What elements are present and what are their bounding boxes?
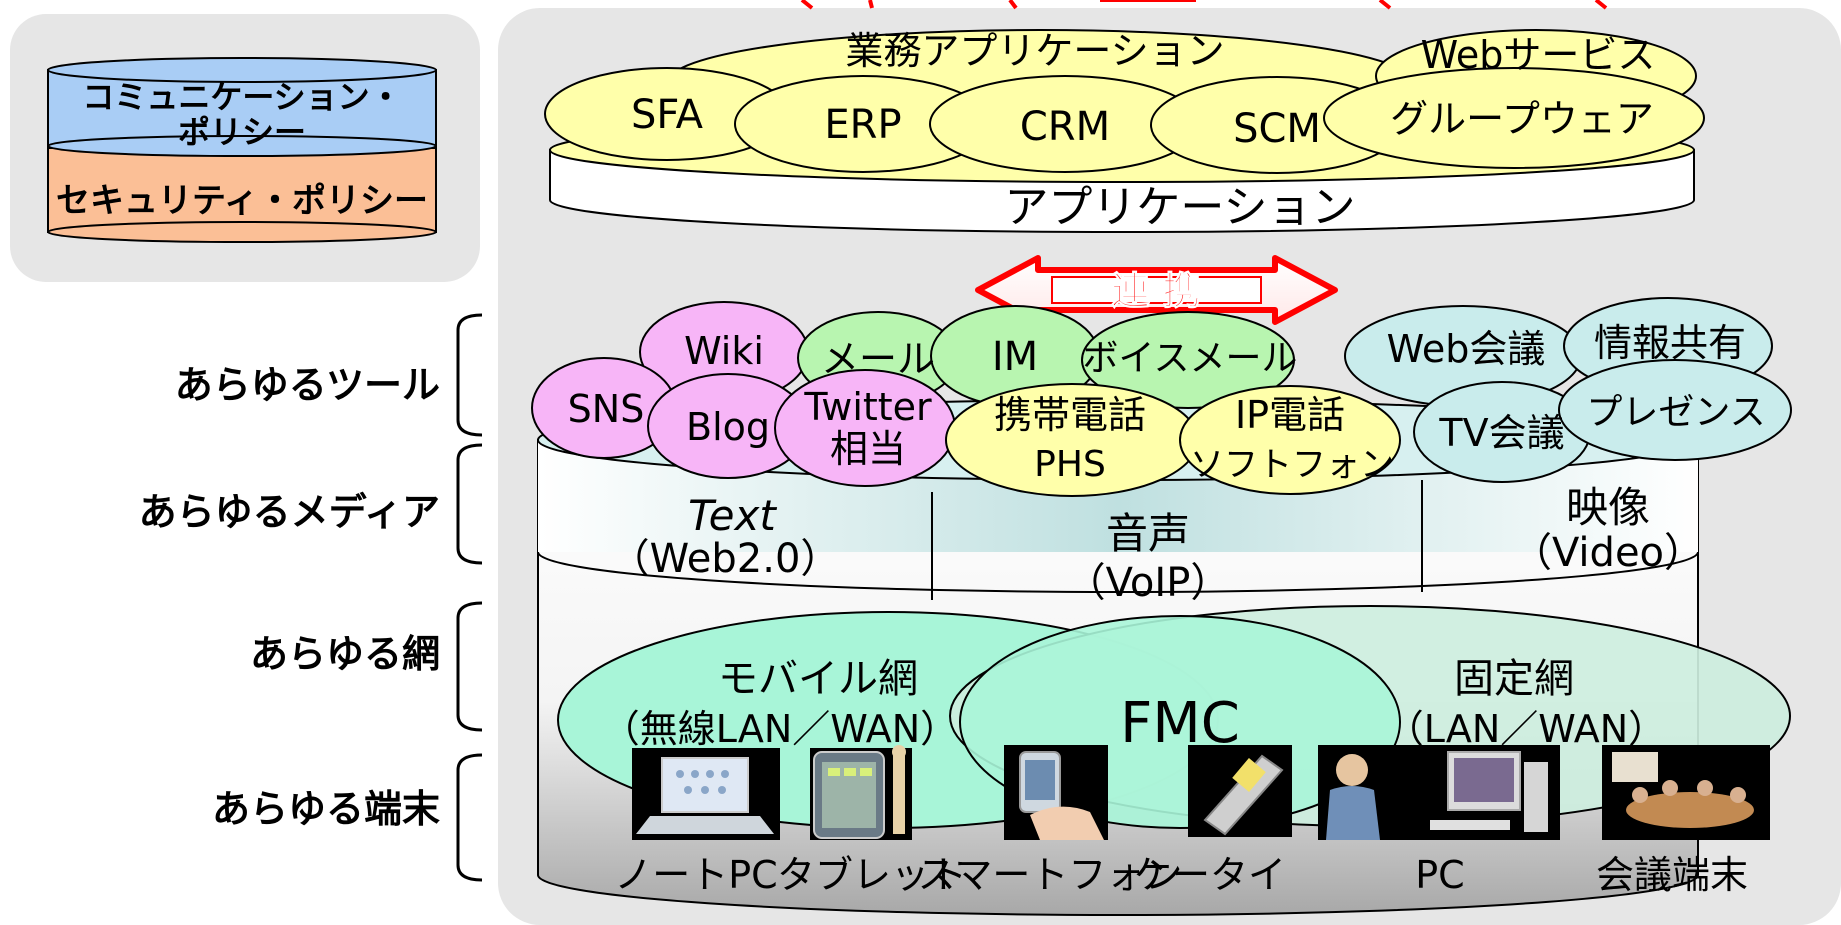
security-policy-layer — [47, 147, 437, 233]
tool-tv-conf-label: TV会議 — [1438, 411, 1564, 455]
media-voice-sub: （VoIP） — [1066, 560, 1231, 606]
tool-info-share-label: 情報共有 — [1594, 321, 1746, 365]
tool-ip-phone-label: IP電話 — [1235, 393, 1345, 437]
crm-label: CRM — [1020, 104, 1110, 150]
label-all-tools: あらゆるツール — [175, 363, 440, 407]
fixed-network-sub: （LAN／WAN） — [1386, 707, 1666, 751]
tool-presence-bubble — [1558, 359, 1792, 461]
cropped-title-fragment — [800, 0, 1608, 10]
mobile-network-sub: （無線LAN／WAN） — [602, 707, 958, 751]
tool-web-conf-label: Web会議 — [1387, 327, 1546, 371]
media-text-label: Text — [688, 491, 777, 540]
tool-voicemail-bubble — [1081, 311, 1295, 409]
device-pc-label: PC — [1415, 853, 1464, 897]
tool-blog-label: Blog — [686, 405, 770, 449]
tool-wiki-label: Wiki — [684, 329, 764, 373]
business-app-label: 業務アプリケーション — [845, 29, 1224, 73]
tool-twitter-sub: 相当 — [830, 427, 906, 471]
tool-presence-label: プレゼンス — [1586, 392, 1765, 433]
device-notebook-image — [632, 748, 780, 840]
label-all-networks: あらゆる網 — [250, 632, 440, 676]
tool-mail-label: メール — [821, 337, 935, 381]
left-brackets — [456, 313, 483, 882]
tool-im-label: IM — [992, 334, 1038, 380]
device-pc-image — [1318, 745, 1560, 840]
device-notebook-label: ノートPC — [614, 853, 777, 897]
link-label: 連 携 — [1111, 269, 1200, 313]
tool-ip-phone-bubble — [1179, 385, 1401, 495]
tool-ip-phone-sub: ソフトフォン — [1190, 445, 1394, 485]
device-smartphone-image — [1004, 745, 1108, 840]
label-all-devices: あらゆる端末 — [212, 787, 440, 831]
mobile-network-label: モバイル網 — [718, 656, 918, 702]
security-policy-label: セキュリティ・ポリシー — [56, 181, 428, 221]
policy-cylinder: コミュニケーション・ ポリシー セキュリティ・ポリシー — [47, 57, 437, 243]
device-keitai-image — [1188, 745, 1292, 837]
media-text-sub: （Web2.0） — [610, 536, 841, 582]
application-label: アプリケーション — [1004, 182, 1355, 233]
media-voice-label: 音声 — [1106, 509, 1190, 558]
media-video-label: 映像 — [1566, 483, 1650, 532]
device-tablet-label: タブレット — [777, 853, 967, 897]
groupware-bubble — [1323, 67, 1705, 169]
label-all-media: あらゆるメディア — [139, 490, 440, 534]
device-tablet-image — [810, 745, 912, 840]
erp-label: ERP — [824, 102, 901, 148]
communication-policy-label: コミュニケーション・ — [82, 78, 401, 116]
tool-sns-label: SNS — [568, 387, 645, 431]
web-service-label: Webサービス — [1421, 33, 1656, 77]
tool-mobile-phone-sub: PHS — [1034, 444, 1106, 485]
application-bubbles — [544, 29, 1705, 174]
fixed-network-label: 固定網 — [1454, 656, 1574, 702]
device-smartphone-label: スマートフォン — [918, 853, 1183, 897]
device-keitai-label: ケータイ — [1134, 853, 1286, 897]
scm-label: SCM — [1233, 106, 1321, 152]
media-video-sub: （Video） — [1512, 530, 1704, 576]
device-conference-image — [1602, 745, 1770, 840]
device-conference-label: 会議端末 — [1596, 853, 1748, 897]
link-arrow: 連 携 — [975, 255, 1338, 325]
groupware-label: グループウェア — [1390, 97, 1654, 141]
tool-voicemail-label: ボイスメール — [1083, 338, 1298, 379]
tool-mobile-phone-label: 携帯電話 — [994, 393, 1146, 437]
tool-bubbles — [531, 297, 1792, 497]
tool-twitter-label: Twitter — [803, 385, 932, 429]
communication-policy-label-2: ポリシー — [178, 113, 306, 151]
sfa-label: SFA — [631, 92, 704, 138]
